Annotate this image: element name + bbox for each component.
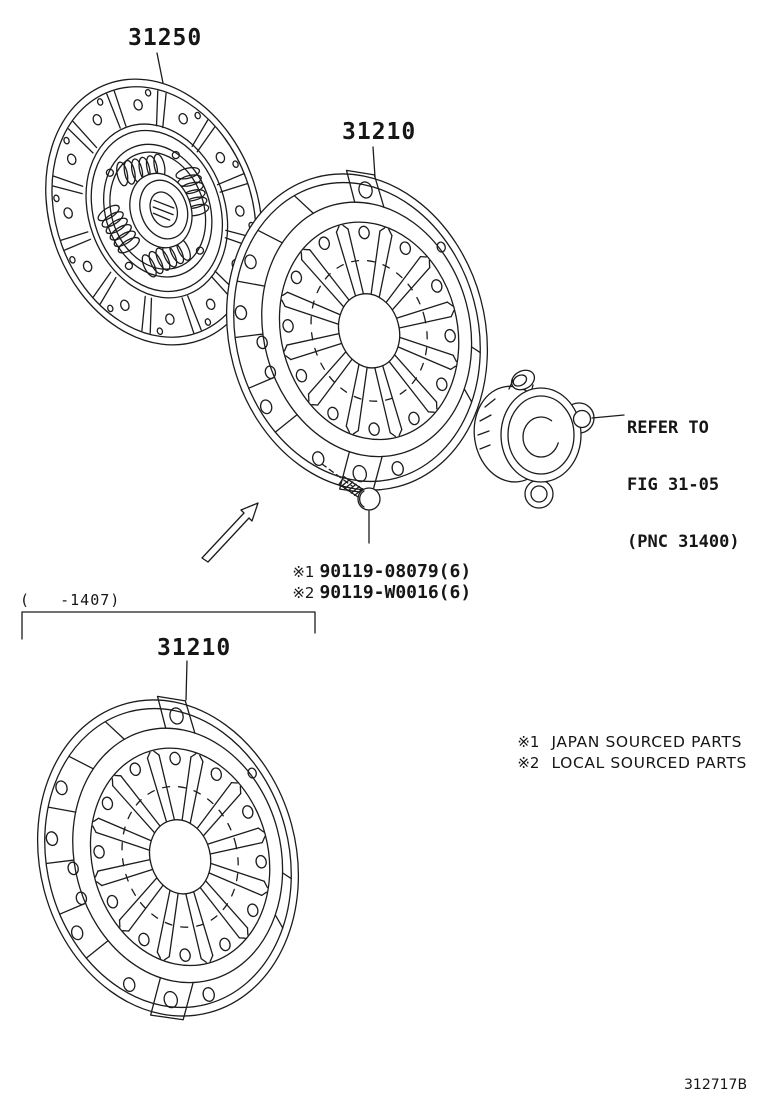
- leader-line-bearing: [592, 415, 624, 418]
- release-bearing-drawing: [468, 366, 594, 508]
- refer-note: REFER TO FIG 31-05 (PNC 31400): [627, 381, 740, 590]
- reference-marker-1: ※1: [292, 563, 315, 581]
- legend-text-2: LOCAL SOURCED PARTS: [551, 754, 747, 772]
- legend-marker-2: ※2: [517, 754, 540, 772]
- production-range-note: ( -1407): [20, 591, 121, 609]
- legend-marker-1: ※1: [517, 733, 540, 751]
- leader-line-disc: [157, 53, 163, 83]
- part-number-label-clutch-cover-top: 31210: [342, 119, 417, 145]
- part-number-label-clutch-disc: 31250: [128, 25, 203, 51]
- applicability-bracket: [22, 612, 315, 639]
- figure-code: 312717B: [684, 1077, 748, 1093]
- bolt-dashed-line: [322, 464, 352, 486]
- clutch-cover-bottom-drawing: [3, 670, 333, 1045]
- leader-line-cover-bottom: [186, 661, 187, 700]
- bolt-part-number-1: 90119-08079(6): [319, 561, 472, 582]
- legend-row-local: ※2 LOCAL SOURCED PARTS: [497, 734, 747, 791]
- legend-row-japan: ※1 JAPAN SOURCED PARTS: [497, 713, 742, 770]
- bolt-drawing: [339, 476, 380, 510]
- part-number-label-clutch-cover-bottom: 31210: [157, 635, 232, 661]
- legend-text-1: JAPAN SOURCED PARTS: [551, 733, 743, 751]
- bolt-part-number-2: 90119-W0016(6): [319, 582, 472, 603]
- direction-arrow: [201, 502, 259, 563]
- refer-note-line2: FIG 31-05: [627, 475, 720, 495]
- leader-line-cover-top: [373, 147, 375, 177]
- refer-note-line3: (PNC 31400): [627, 532, 740, 552]
- reference-marker-2: ※2: [292, 584, 315, 602]
- refer-note-line1: REFER TO: [627, 418, 709, 438]
